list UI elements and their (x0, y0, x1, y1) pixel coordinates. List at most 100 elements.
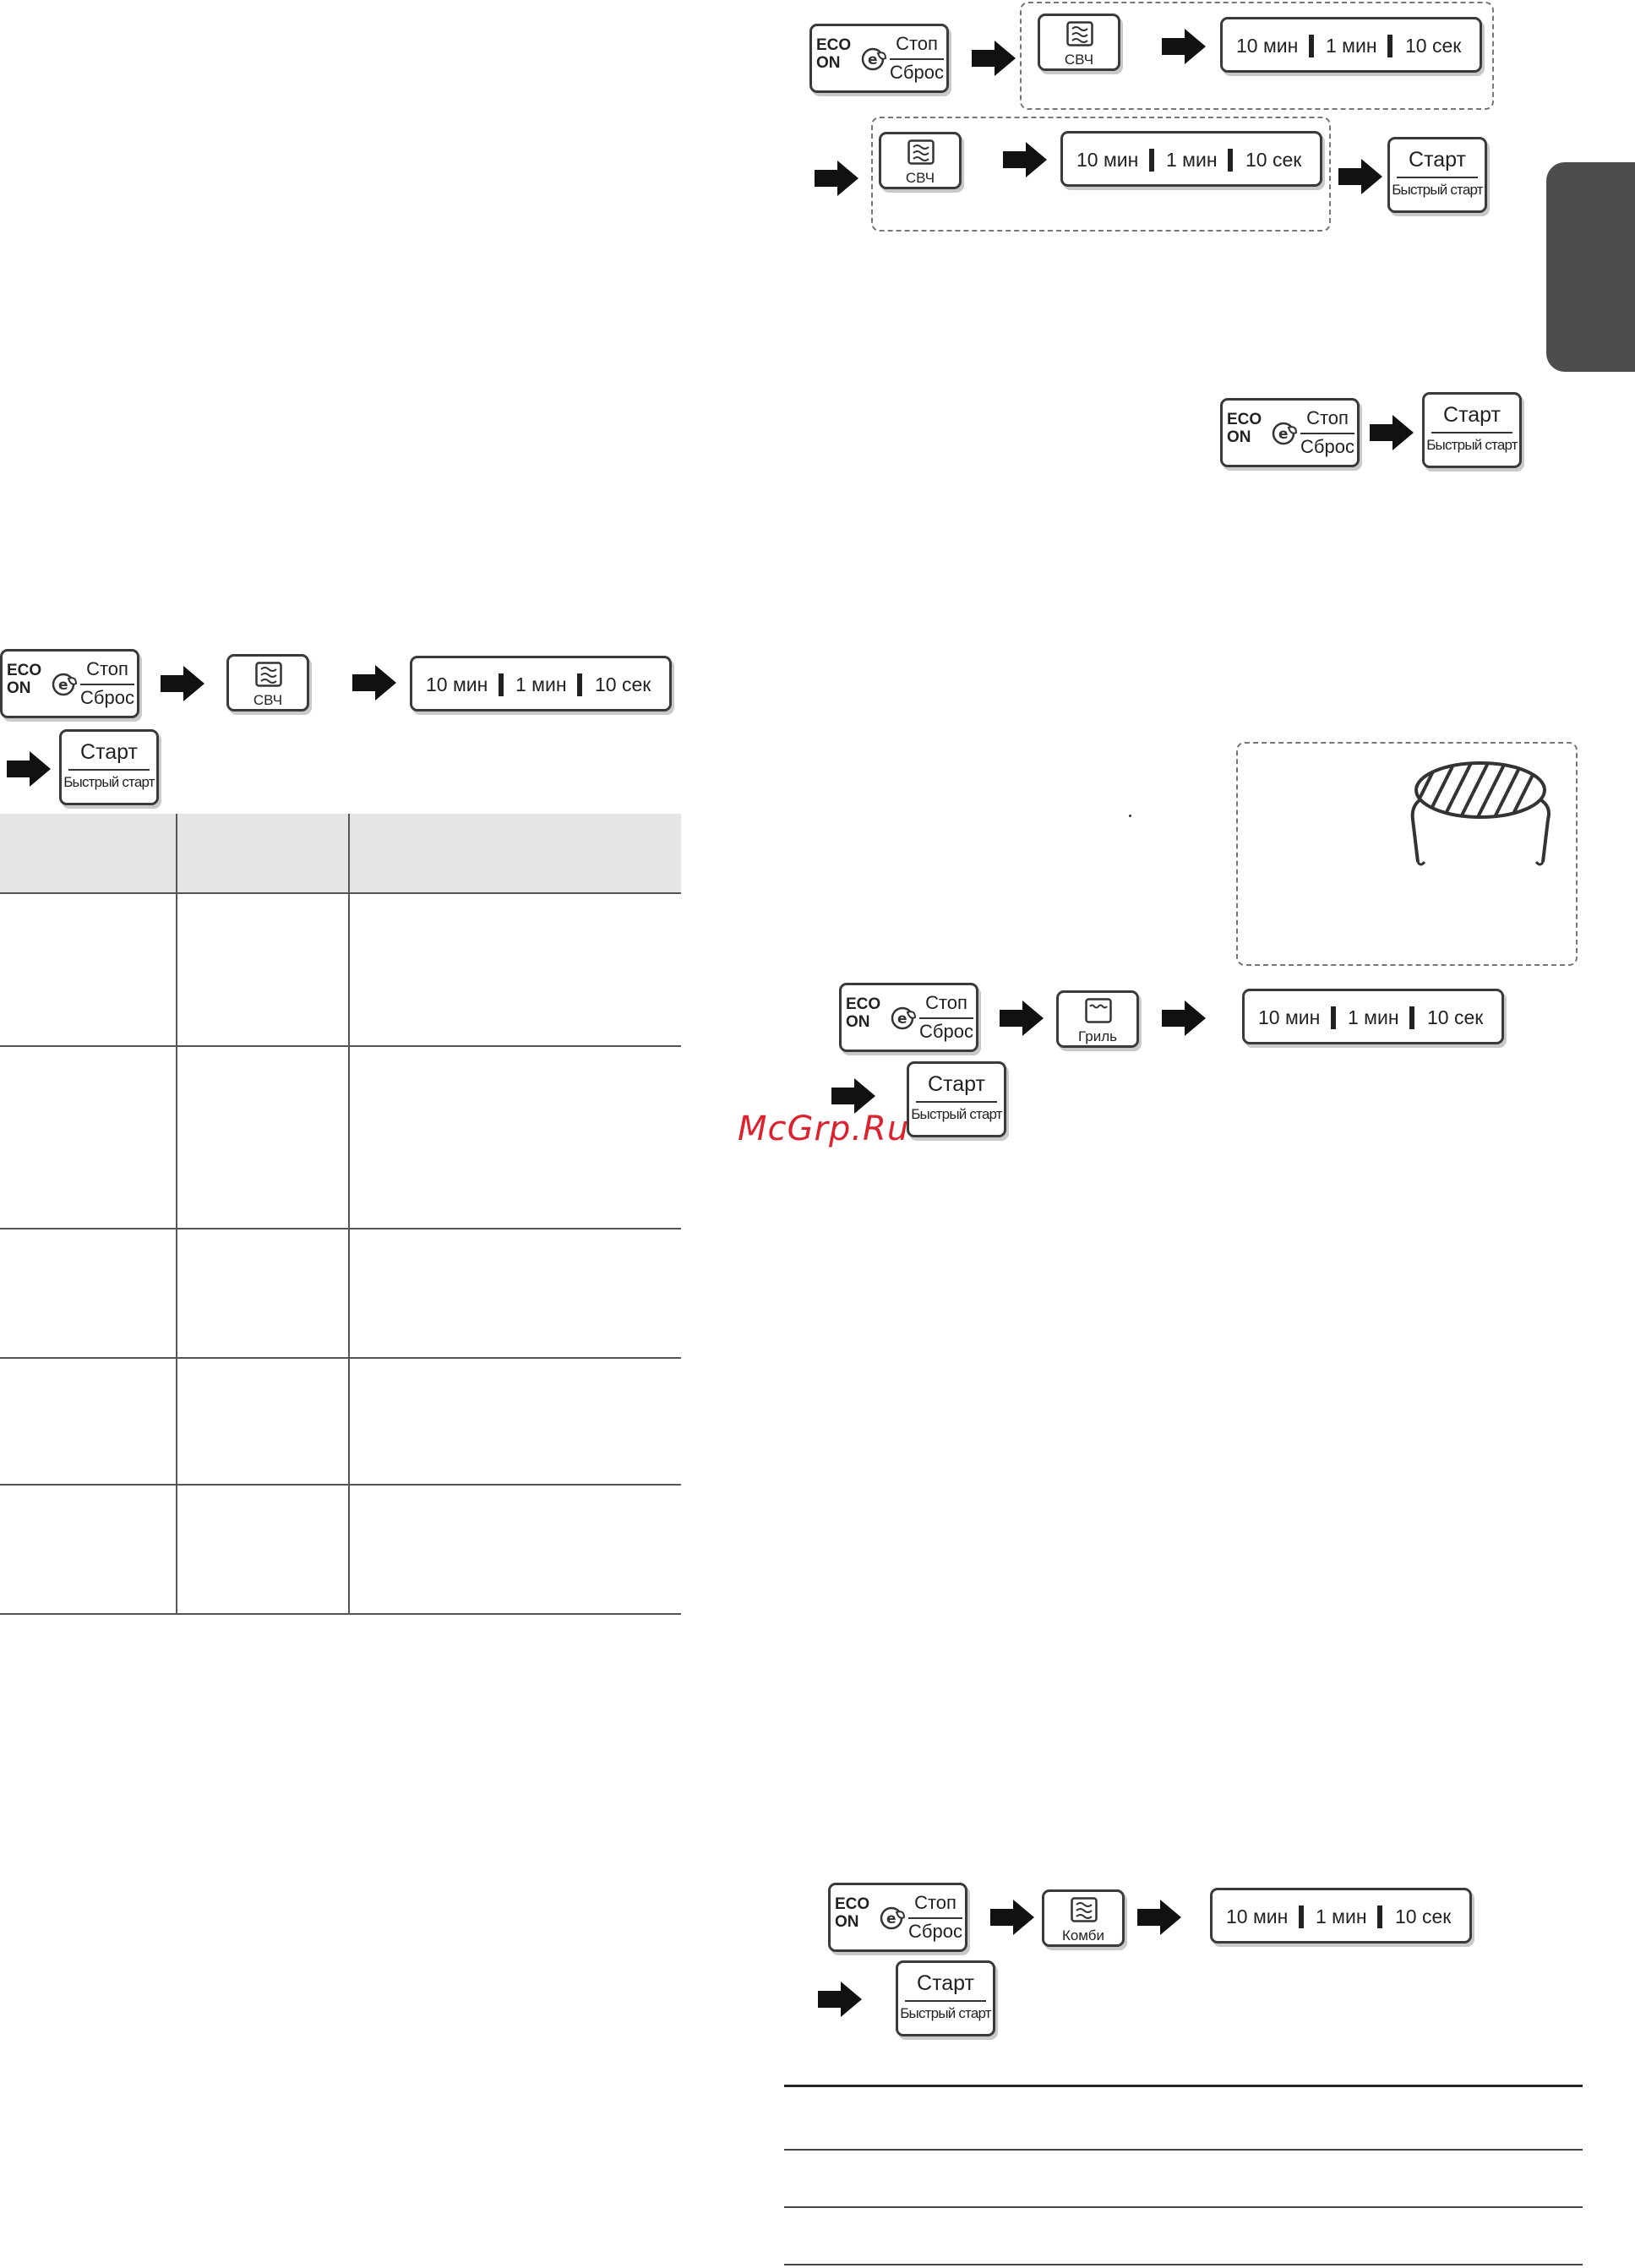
time-10min-button[interactable]: 10 мин (426, 673, 488, 695)
time-10min-button[interactable]: 10 мин (1258, 1006, 1321, 1028)
time-buttons[interactable]: 10 мин 1 мин 10 сек (1242, 989, 1504, 1044)
table-rule (784, 2264, 1583, 2265)
time-10sec-button[interactable]: 10 сек (1427, 1006, 1484, 1028)
table-rule (784, 2085, 1583, 2087)
microwave-button[interactable]: СВЧ (1038, 14, 1120, 71)
time-1min-button[interactable]: 1 мин (1348, 1006, 1399, 1028)
eco-label: ECO (1227, 411, 1262, 428)
table-divider (0, 1228, 681, 1229)
arrow-right-icon (990, 1900, 1034, 1935)
separator (1409, 1006, 1414, 1029)
grill-label: Гриль (1078, 1028, 1117, 1044)
arrow-right-icon (831, 1078, 875, 1114)
stop-label: Стоп (896, 33, 938, 54)
grill-icon (1085, 998, 1112, 1023)
divider (890, 58, 944, 60)
microwave-button[interactable]: СВЧ (226, 654, 309, 711)
stop-label: Стоп (925, 992, 967, 1013)
arrow-right-icon (352, 665, 396, 701)
time-1min-button[interactable]: 1 мин (515, 673, 567, 695)
reset-label: Сброс (1300, 436, 1354, 457)
table-divider (0, 1357, 681, 1359)
time-1min-button[interactable]: 1 мин (1326, 35, 1377, 57)
section-side-tab (1546, 162, 1635, 372)
time-10sec-button[interactable]: 10 сек (1245, 149, 1302, 171)
on-label: ON (1227, 428, 1251, 446)
time-buttons[interactable]: 10 мин 1 мин 10 сек (1220, 17, 1482, 73)
time-buttons[interactable]: 10 мин 1 мин 10 сек (1060, 131, 1322, 187)
start-label: Старт (80, 740, 138, 764)
eco-leaf-icon: e (880, 1906, 905, 1930)
quick-start-label: Быстрый старт (63, 774, 155, 790)
divider (80, 684, 134, 685)
arrow-right-icon (1003, 142, 1047, 177)
arrow-right-icon (972, 41, 1016, 76)
combi-button[interactable]: Комби (1042, 1889, 1125, 1947)
time-10min-button[interactable]: 10 мин (1236, 35, 1299, 57)
arrow-right-icon (1338, 159, 1382, 194)
svg-text:e: e (58, 677, 68, 694)
time-10min-button[interactable]: 10 мин (1076, 149, 1139, 171)
arrow-right-icon (1162, 29, 1206, 64)
time-buttons[interactable]: 10 мин 1 мин 10 сек (1210, 1888, 1472, 1944)
svg-text:e: e (868, 52, 878, 68)
reset-label: Сброс (919, 1021, 973, 1042)
reset-label: Сброс (890, 62, 944, 83)
separator (1377, 1905, 1382, 1928)
combi-label: Комби (1061, 1927, 1105, 1944)
svg-text:e: e (897, 1011, 907, 1028)
divider (908, 1917, 962, 1919)
microwave-label: СВЧ (905, 170, 935, 186)
arrow-right-icon (1137, 1900, 1181, 1935)
eco-leaf-icon: e (891, 1006, 916, 1030)
table-column-divider (176, 814, 177, 1615)
table-divider (0, 1045, 681, 1047)
on-label: ON (846, 1013, 870, 1031)
divider (1300, 433, 1354, 434)
table-divider (0, 1613, 681, 1615)
microwave-waves-icon (255, 662, 282, 687)
grill-rack-icon (1410, 761, 1551, 866)
arrow-right-icon (815, 161, 858, 196)
grill-button[interactable]: Гриль (1056, 990, 1139, 1048)
eco-leaf-icon: e (1272, 422, 1297, 445)
time-1min-button[interactable]: 1 мин (1166, 149, 1218, 171)
time-1min-button[interactable]: 1 мин (1316, 1905, 1367, 1927)
time-10sec-button[interactable]: 10 сек (595, 673, 651, 695)
stop-label: Стоп (1306, 407, 1349, 428)
time-buttons[interactable]: 10 мин 1 мин 10 сек (410, 656, 672, 711)
time-10sec-button[interactable]: 10 сек (1395, 1905, 1452, 1927)
microwave-waves-icon (907, 139, 935, 165)
arrow-right-icon (1370, 415, 1414, 450)
time-10min-button[interactable]: 10 мин (1226, 1905, 1289, 1927)
arrow-right-icon (161, 666, 204, 701)
separator (1299, 1905, 1304, 1928)
time-10sec-button[interactable]: 10 сек (1405, 35, 1462, 57)
divider (916, 1101, 997, 1103)
eco-leaf-icon: e (861, 47, 886, 71)
separator (1228, 149, 1233, 172)
divider (1397, 177, 1478, 178)
watermark: McGrp.Ru (738, 1109, 910, 1148)
start-label: Старт (928, 1072, 985, 1096)
table-header-row (0, 814, 681, 893)
start-label: Старт (1443, 403, 1501, 427)
arrow-right-icon (818, 1982, 862, 2017)
arrow-right-icon (1000, 1000, 1044, 1036)
microwave-button[interactable]: СВЧ (879, 132, 962, 189)
separator (1309, 35, 1314, 57)
quick-start-label: Быстрый старт (1426, 437, 1518, 453)
